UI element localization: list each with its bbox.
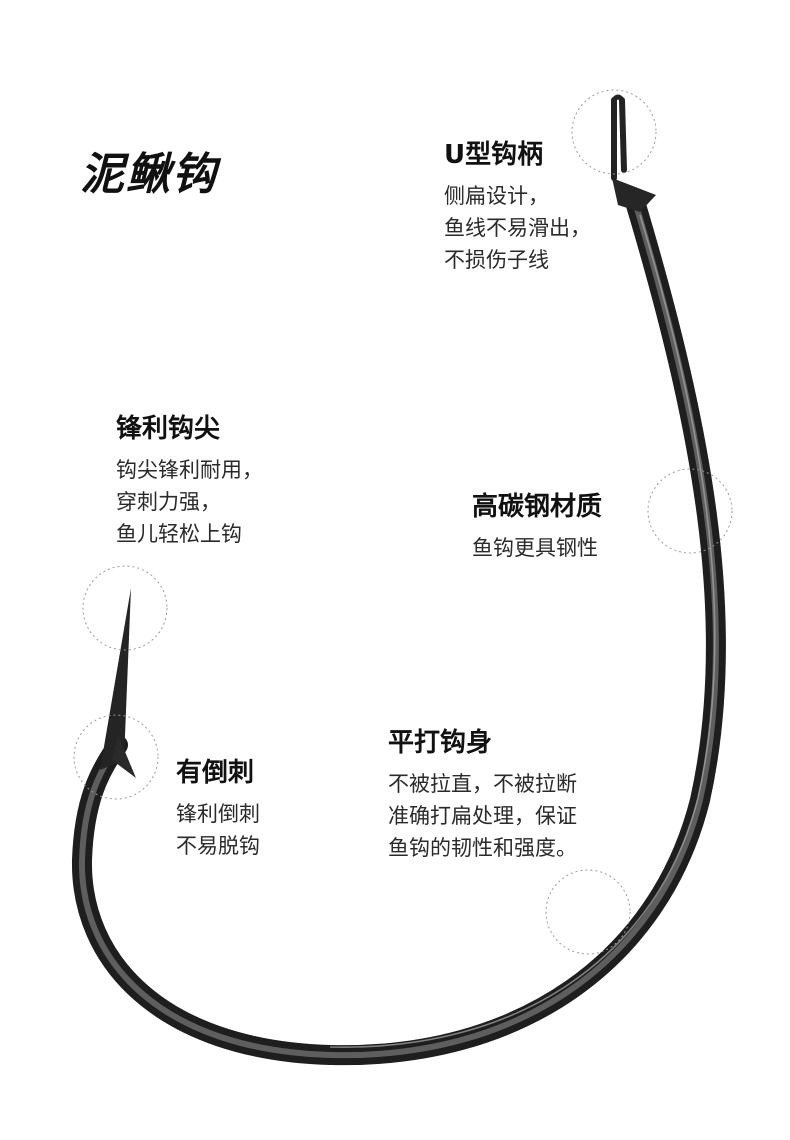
callout-circle-flat — [545, 869, 631, 955]
feature-line: 不易脱钩 — [176, 834, 260, 858]
feature-line: 鱼钩更具钢性 — [472, 536, 598, 560]
feature-line: 鱼儿轻松上钩 — [116, 522, 242, 546]
feature-heading: 平打钩身 — [388, 728, 493, 758]
feature-line: 准确打扁处理，保证 — [388, 804, 577, 828]
feature-line: 锋利倒刺 — [176, 802, 260, 826]
feature-high-carbon-steel: 高碳钢材质 鱼钩更具钢性 — [472, 490, 602, 564]
hook-eye-top — [611, 94, 625, 102]
feature-barb: 有倒刺 锋利倒刺 不易脱钩 — [176, 756, 260, 862]
feature-heading: 高碳钢材质 — [472, 492, 603, 522]
hook-body-highlight — [78, 202, 720, 1059]
feature-line: 不被拉直，不被拉断 — [388, 772, 577, 796]
product-title: 泥鳅钩 — [80, 149, 218, 200]
feature-line: 穿刺力强， — [116, 490, 221, 514]
hook-eye — [611, 97, 627, 181]
feature-line: 鱼钩的韧性和强度。 — [388, 836, 577, 860]
feature-line: 不损伤子线 — [444, 248, 549, 272]
feature-line: 侧扁设计， — [444, 184, 549, 208]
hook-body — [71, 195, 727, 1066]
hook-shank — [612, 178, 656, 212]
hook-barb — [112, 735, 136, 778]
feature-u-shank: U型钩柄 侧扁设计， 鱼线不易滑出， 不损伤子线 — [444, 138, 591, 276]
feature-heading: 锋利钩尖 — [116, 414, 221, 444]
hook-point — [100, 588, 131, 770]
callout-circle-tip — [82, 565, 168, 651]
callout-circle-barb — [73, 714, 159, 800]
feature-line: 鱼线不易滑出， — [444, 216, 591, 240]
callout-circle-eye — [571, 89, 657, 175]
callout-circle-steel — [647, 468, 733, 554]
feature-line: 钩尖锋利耐用， — [116, 458, 263, 482]
hook-body-shine — [329, 214, 716, 1048]
feature-heading: 有倒刺 — [176, 758, 255, 788]
feature-flat-body: 平打钩身 不被拉直，不被拉断 准确打扁处理，保证 鱼钩的韧性和强度。 — [388, 726, 577, 864]
feature-sharp-tip: 锋利钩尖 钩尖锋利耐用， 穿刺力强， 鱼儿轻松上钩 — [116, 412, 263, 550]
feature-heading: U型钩柄 — [444, 140, 544, 170]
